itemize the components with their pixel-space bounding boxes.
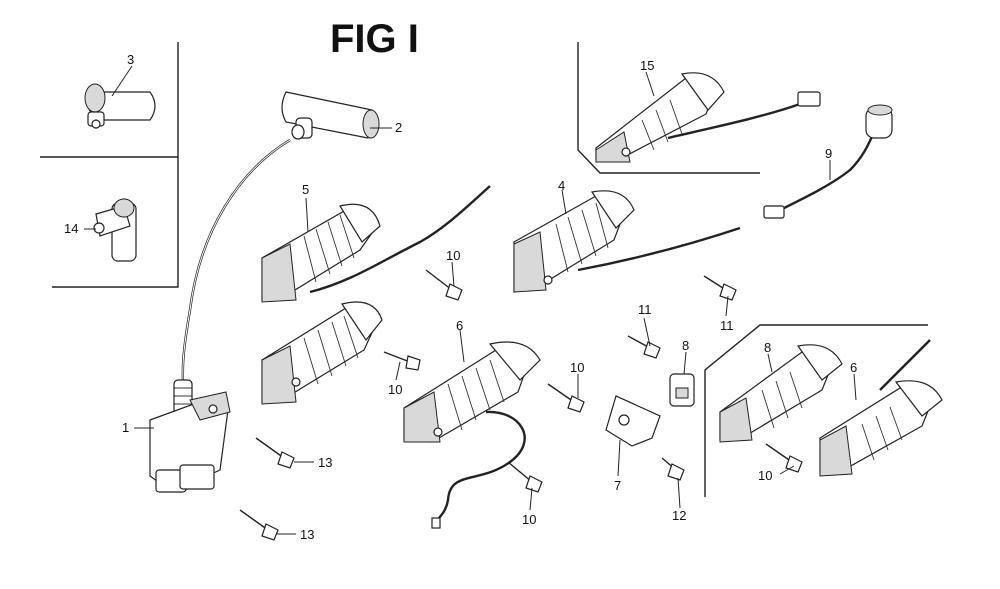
part-14-plug-cap	[93, 198, 137, 262]
callout-5: 5	[302, 182, 309, 197]
inset-divider-left	[40, 42, 179, 288]
part-3-plug-cap	[84, 83, 156, 129]
callout-3: 3	[127, 52, 134, 67]
callout-10-b: 10	[388, 382, 402, 397]
bolt-10-a	[425, 269, 463, 301]
callout-6: 6	[456, 318, 463, 333]
callout-13-b: 13	[300, 527, 314, 542]
callout-15: 15	[640, 58, 654, 73]
part-4-coil	[513, 190, 741, 293]
bolt-11-a	[703, 275, 737, 301]
callout-10-e: 10	[758, 468, 772, 483]
part-9-wire-harness	[763, 104, 893, 219]
part-8-coil-inset	[719, 344, 843, 443]
part-15-coil	[595, 72, 821, 163]
callout-10-d: 10	[522, 512, 536, 527]
callout-12: 12	[672, 508, 686, 523]
callout-10-a: 10	[446, 248, 460, 263]
part-6-coil-inset	[819, 339, 943, 477]
part-2-plug-cap	[281, 91, 380, 140]
callout-7: 7	[614, 478, 621, 493]
bolt-13-a	[255, 437, 295, 469]
callout-10-c: 10	[570, 360, 584, 375]
callout-9: 9	[825, 146, 832, 161]
callout-6-inset: 6	[850, 360, 857, 375]
callout-11-a: 11	[720, 318, 734, 333]
callout-8-inset: 8	[764, 340, 771, 355]
callout-8: 8	[682, 338, 689, 353]
callout-1: 1	[122, 420, 129, 435]
callout-2: 2	[395, 120, 402, 135]
leader-lines	[84, 65, 857, 535]
bolt-11-b	[627, 335, 661, 359]
part-6-coil-centre	[403, 341, 541, 529]
inset-divider-bottom-right	[704, 324, 928, 497]
part-8-connector	[669, 373, 695, 407]
callout-4: 4	[558, 178, 565, 193]
bolt-12	[661, 457, 685, 481]
figure-title: FIG I	[330, 17, 419, 61]
part-5-coil-upper	[261, 185, 491, 303]
bolt-10-d	[507, 461, 543, 493]
part-5-coil-lower	[261, 301, 383, 405]
callout-11-b: 11	[638, 302, 652, 317]
callout-14: 14	[64, 221, 78, 236]
bolt-10-b	[383, 351, 421, 371]
bolt-10-c	[547, 383, 585, 413]
inset-divider-top-right	[577, 42, 760, 174]
callout-13-a: 13	[318, 455, 332, 470]
part-1-ignition-coil	[149, 138, 291, 493]
bolt-13-b	[239, 509, 279, 541]
part-7-bracket	[605, 395, 661, 447]
